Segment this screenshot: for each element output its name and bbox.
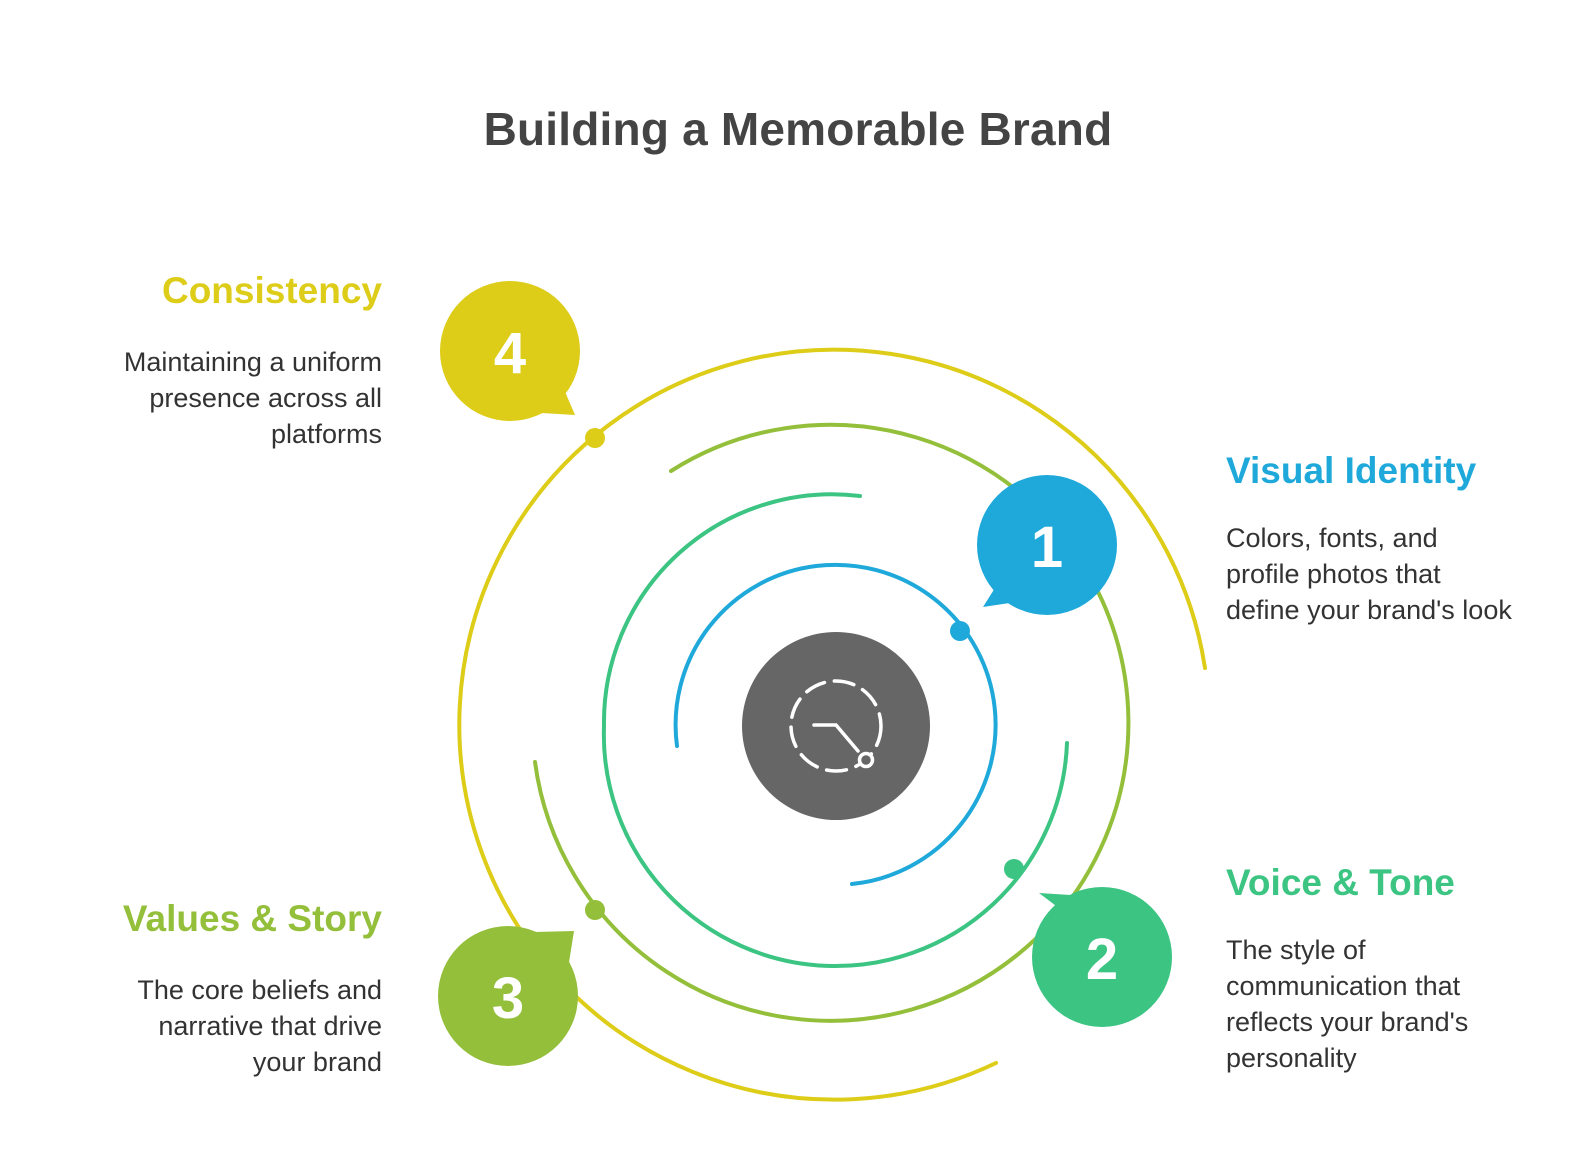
voice-tone-title: Voice & Tone	[1226, 862, 1455, 903]
badge-values-story: 3	[438, 926, 578, 1066]
consistency-title: Consistency	[161, 270, 382, 311]
voice-tone-description: The style of communication that reflects…	[1226, 935, 1469, 1073]
ring-dot-values-story	[585, 900, 605, 920]
ring-consistency	[457, 347, 1207, 1102]
badge-number: 1	[1031, 515, 1063, 580]
badge-consistency: 4	[440, 281, 580, 421]
ring-voice-tone	[601, 492, 1069, 969]
ring-dot-voice-tone	[1004, 859, 1024, 879]
ring-dot-consistency	[585, 428, 605, 448]
badge-number: 3	[492, 966, 524, 1031]
dashed-clock-icon	[789, 679, 883, 773]
values-story-description: The core beliefs and narrative that driv…	[137, 975, 382, 1077]
consistency-description: Maintaining a uniform presence across al…	[123, 347, 382, 449]
badge-voice-tone: 2	[1032, 887, 1172, 1027]
ring-dot-visual-identity	[950, 621, 970, 641]
badge-visual-identity: 1	[977, 475, 1117, 615]
page-title: Building a Memorable Brand	[483, 103, 1113, 155]
visual-identity-description: Colors, fonts, and profile photos that d…	[1226, 523, 1512, 625]
ring-visual-identity	[673, 562, 998, 886]
visual-identity-title: Visual Identity	[1226, 450, 1477, 491]
values-story-title: Values & Story	[122, 898, 382, 939]
badge-number: 2	[1086, 927, 1118, 992]
badge-number: 4	[494, 321, 526, 386]
ring-values-story	[533, 422, 1131, 1023]
